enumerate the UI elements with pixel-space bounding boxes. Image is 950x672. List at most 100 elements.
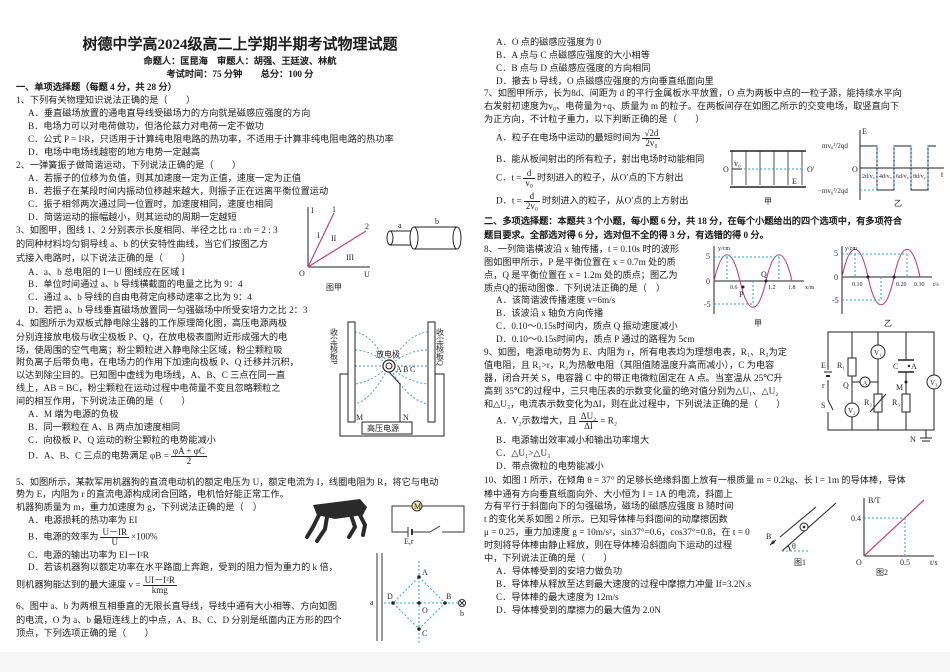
option-text-part: ×100%: [130, 531, 158, 542]
question-stem: 为正方向，不计粒子重力，以下判断正确的是（ ）: [484, 114, 705, 124]
option-c: C．0.10～0.15s时间内，质点 Q 振动速度减小: [496, 321, 678, 331]
figure-label: 图2: [876, 568, 888, 577]
option-d: D．若把 a、b 导线垂直磁场放置同一匀强磁场中所受安培力之比 2：3: [28, 305, 308, 315]
figure-label: v₀: [734, 159, 741, 168]
option-text-part: √2d: [644, 128, 659, 138]
option-text-part: A．粒子在电场中运动的最短时间为: [496, 132, 641, 143]
option-b: B．导体棒从释放至达到最大速度的过程中摩擦力冲量 If=3.2N.s: [496, 579, 752, 589]
question-stem: 和△U₃，电流表示数变化为ΔI，则在此过程中，下列说法正确的是（ ）: [484, 399, 786, 409]
figure-label: R₃: [892, 398, 900, 407]
figure-mark: [802, 525, 806, 529]
figure-mark: [388, 371, 401, 422]
option-c: C．导体棒的最大速度为 12m/s: [496, 592, 619, 602]
option-c: C．公式 P = I²R，只适用于计算纯电阻电路的热功率，不适用于计算非纯电阻电…: [28, 134, 394, 144]
question-stem: 顶点，下列选项正确的是（ ）: [16, 628, 154, 638]
option-text-part: B．电源的效率为: [28, 531, 99, 542]
figure-mark: [429, 525, 441, 533]
option-b: B．单位时间通过 a、b 导线横截面的电量之比为 9：4: [28, 279, 243, 289]
question-stem: 机器狗质量为 m，重力加速度为 g，下列说法正确的是（ ）: [16, 502, 263, 512]
figure-label: 1: [332, 205, 336, 214]
option-text-part: D．t =: [496, 195, 522, 206]
figure-label: A: [911, 362, 917, 371]
figure-mark: [731, 151, 803, 185]
option-d: D．电场中电场线越密的地方电势一定越高: [28, 147, 201, 157]
figure-label: 5: [834, 249, 838, 258]
question-stem: 分别连接放电极与收尘极板 P、Q，在放电极表面附近形成强大的电: [16, 332, 288, 342]
figure-mark: [339, 373, 445, 437]
figure-mark: [422, 505, 465, 533]
figure-label: E: [862, 127, 867, 136]
figure-label: C: [410, 365, 415, 374]
figure-label: Q: [761, 270, 767, 279]
figure-label: E: [821, 361, 826, 370]
figure-mark: [824, 400, 832, 412]
figure-label: S: [821, 401, 825, 410]
figure-mark: [741, 285, 745, 289]
figure-mark: [382, 359, 396, 373]
option-text-part: UI－I²R: [144, 575, 175, 585]
option-a: A．导体棒受到的安培力做负功: [496, 566, 623, 576]
figure-label: E,r: [404, 537, 414, 546]
figure-label: 高压电源: [367, 423, 399, 433]
question-stem: μ = 0.25，重力加速度 g = 10m/s²，sin37°=0.6，cos…: [484, 527, 750, 537]
option-text-part: 2: [170, 456, 207, 466]
option-c: C．振子相邻两次通过同一位置时，加速度相同，速度也相同: [28, 199, 274, 209]
figure-mark: [907, 364, 911, 368]
option-text-part: 2v₀: [523, 201, 540, 211]
question-stem: 势为 E，内阻为 r 的直流电源构成闭合回路，电机恰好能正常工作。: [16, 489, 289, 499]
figure-label: O: [852, 165, 858, 174]
figure-label: 收尘极板Q: [436, 327, 445, 366]
question-stem: 场，使周围的空气电离；粉尘颗粒进入静电除尘区域，粉尘颗粒吸: [16, 345, 283, 355]
figure-label: 6d/v₀: [896, 174, 909, 180]
option-a: A．O 点的磁感应强度为 0: [496, 37, 602, 47]
option-text-part: U－IR: [102, 527, 127, 537]
figure-mark: [443, 601, 447, 605]
option-text-part: d: [529, 191, 535, 201]
figure-label: 0.30: [914, 282, 925, 288]
question-stem: 器，闭合开关 S，电容器 C 中的带正电微粒固定在 A 点。当室温从 25℃升: [484, 373, 783, 383]
option-c: C．通过 a、b 导线的自由电荷定向移动速率之比为 9：4: [28, 292, 252, 302]
figure-mark: [452, 226, 462, 250]
option-d: D．导体棒受到的摩擦力的最大值为 2.0N: [496, 605, 661, 615]
figure-mark: [391, 505, 412, 533]
option-text-part: v₀: [523, 178, 535, 188]
figure-label: V₁: [874, 349, 882, 357]
figure-label: O′: [807, 165, 815, 174]
figure-label: B: [766, 532, 771, 541]
question-stem: 9、如图，电源电动势为 E、内阻为 r，所有电表均为理想电表，R₁、R₃为定: [484, 347, 787, 357]
option-text-part: U: [100, 537, 129, 547]
figure-mark: [409, 226, 419, 250]
option-d: D．简谐运动的振幅越小，则其运动的周期一定越短: [28, 212, 237, 222]
figure-label: A: [396, 365, 402, 374]
figure-label: b: [435, 217, 439, 226]
figure-mark: [459, 600, 465, 606]
figure-label: -5: [832, 296, 839, 305]
figure-mark: [898, 360, 914, 372]
figure-label: R₁: [837, 361, 845, 370]
figure-label: O: [856, 558, 862, 567]
figure-label: 4d/v₀: [879, 174, 892, 180]
figure-label: a: [398, 221, 402, 230]
exam-title: 树德中学高2024级高二上学期半期考试物理试题: [82, 37, 398, 53]
figure-label: M: [356, 413, 363, 422]
figure-mark: [417, 575, 421, 579]
option-text-part: ΔI: [578, 421, 599, 431]
option-b: B．若振子在某段时间内振动位移越来越大，则振子正在远离平衡位置运动: [28, 186, 329, 196]
option-b: B．同一颗粒在 A、B 两点加速度相同: [28, 422, 181, 432]
section1-heading: 一、单项选择题（每题 4 分，共 28 分）: [16, 82, 177, 92]
figure-label: U: [364, 270, 370, 279]
figure-label: 乙: [894, 199, 902, 208]
question-stem: 方有平行于斜面向下的匀强磁场，磁场的磁感应强度 B 随时间: [484, 501, 734, 511]
option-a: A．若振子的位移为负值，则其加速度一定为正值，速度一定为正值: [28, 173, 302, 183]
figure-label: 图甲: [326, 283, 342, 292]
figure-mark: [844, 402, 860, 418]
